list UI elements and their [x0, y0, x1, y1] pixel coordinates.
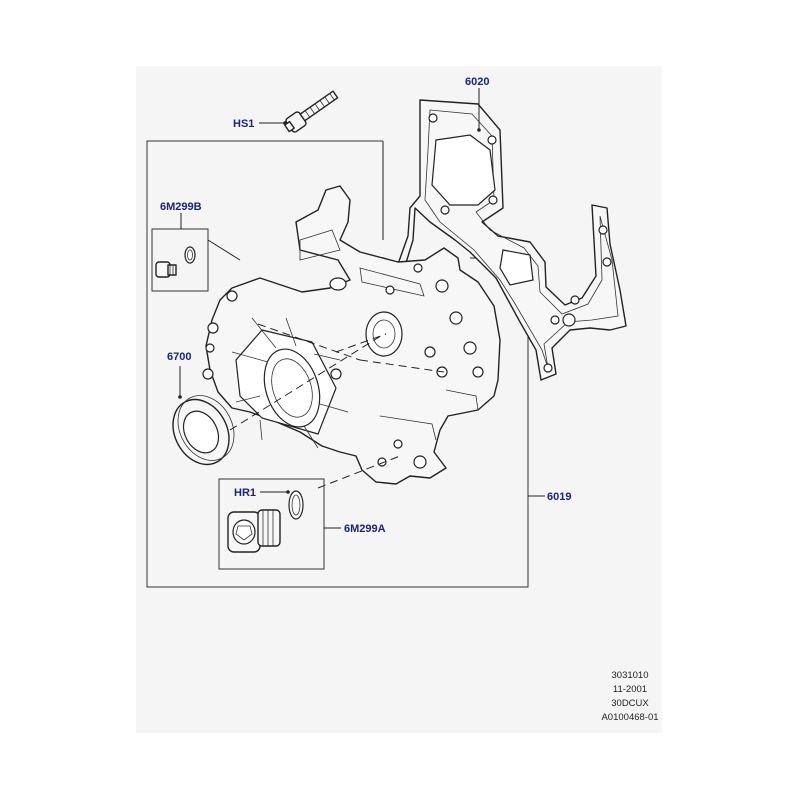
plug-6m299b	[155, 246, 196, 278]
callout-hs1: HS1	[233, 118, 254, 130]
callout-6700: 6700	[167, 351, 191, 363]
gasket-6020	[397, 99, 627, 381]
ref-line-3: 30DCUX	[611, 698, 649, 709]
inset-box-6m299a	[218, 478, 325, 570]
seal-6700	[172, 395, 235, 466]
callout-6m299b: 6M299B	[160, 201, 202, 213]
callout-hr1: HR1	[234, 487, 256, 499]
callout-6m299a: 6M299A	[344, 523, 386, 535]
ref-line-2: 11-2001	[613, 684, 647, 695]
timing-cover-6019	[202, 185, 501, 485]
inset-box-6m299b	[151, 228, 209, 292]
callout-6020: 6020	[465, 76, 489, 88]
callout-6019: 6019	[547, 491, 571, 503]
ref-line-4: A0100468-01	[601, 712, 658, 723]
assembly-frame	[146, 140, 529, 588]
bolt-hs1	[283, 90, 339, 133]
ref-line-1: 3031010	[612, 670, 649, 681]
plug-6m299a	[227, 490, 304, 553]
